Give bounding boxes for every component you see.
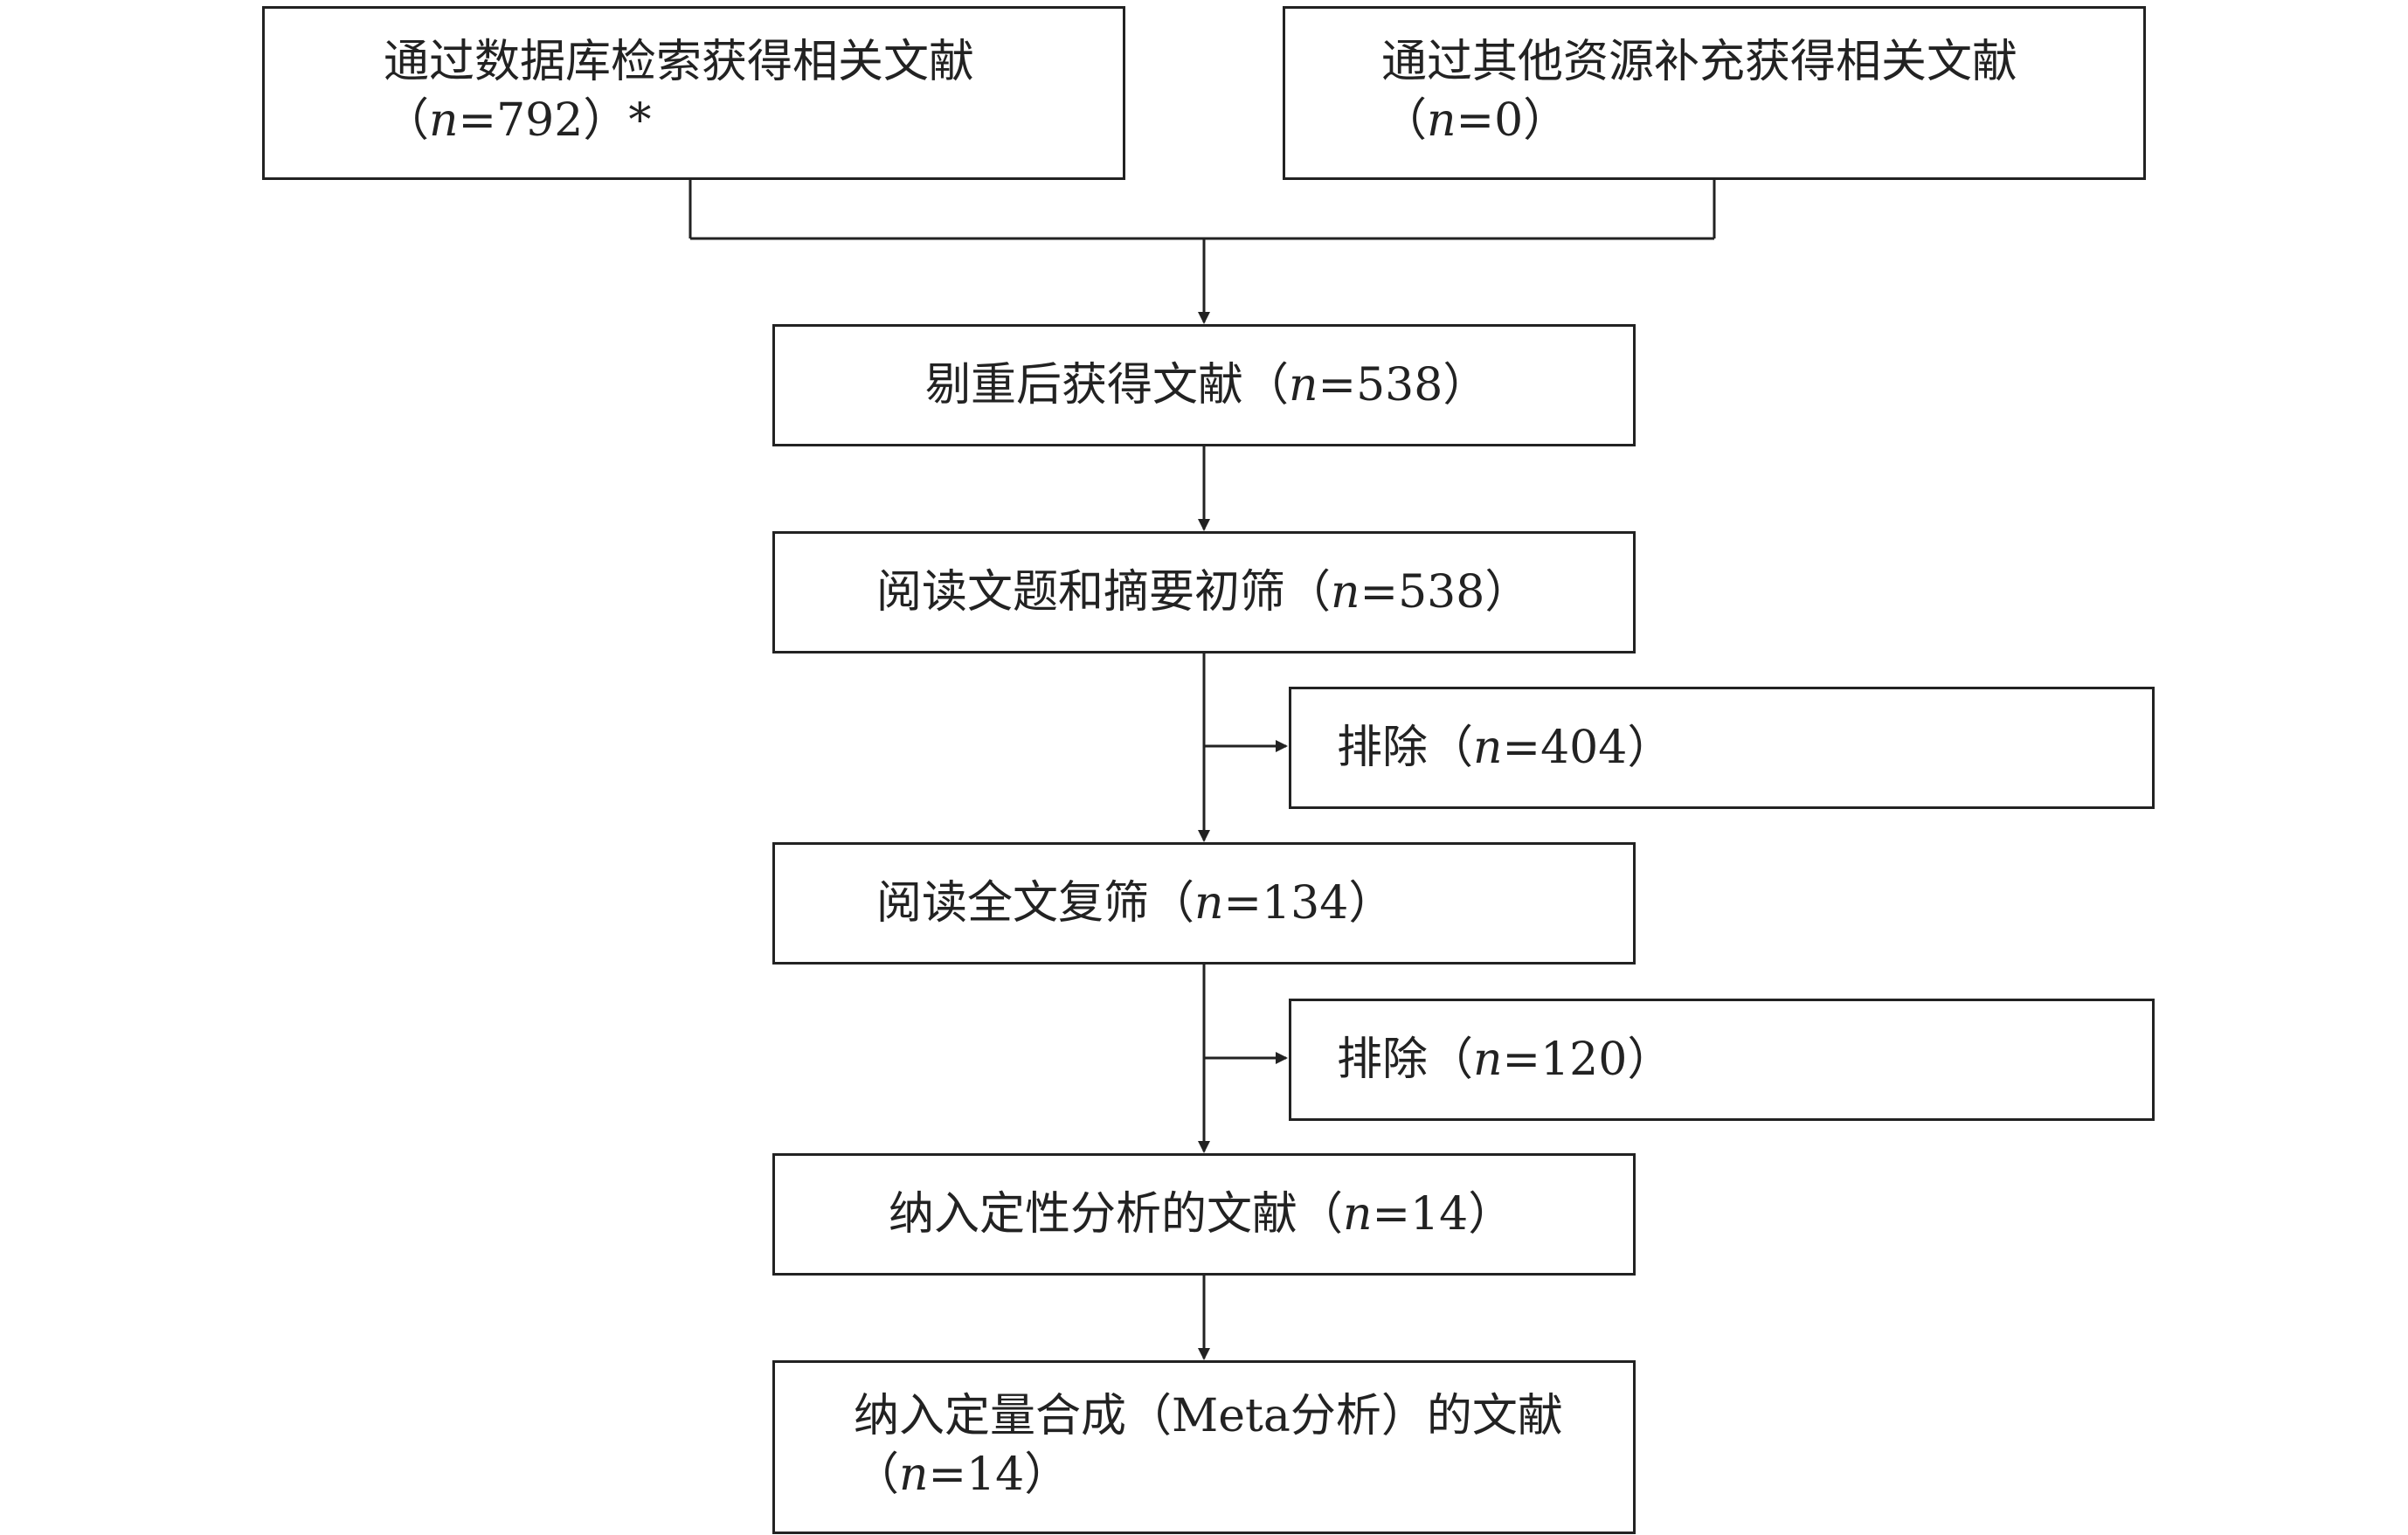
other-sources-count: （n=0） <box>1381 93 1569 147</box>
box-full-text-screening: 阅读全文复筛（n=134） <box>772 842 1636 965</box>
exclude-2-text: 排除（n=120） <box>1337 1034 1673 1086</box>
box-qualitative-synthesis: 纳入定性分析的文献（n=14） <box>772 1153 1636 1276</box>
box-after-dedup: 剔重后获得文献（n=538） <box>772 324 1636 446</box>
full-text-text: 阅读全文复筛（n=134） <box>876 877 1394 930</box>
qualitative-text: 纳入定性分析的文献（n=14） <box>889 1188 1514 1241</box>
quantitative-count: （n=14） <box>854 1448 1070 1501</box>
quantitative-label: 纳入定量合成（Meta分析）的文献 <box>854 1390 1563 1442</box>
exclude-1-text: 排除（n=404） <box>1337 722 1673 774</box>
other-sources-label: 通过其他资源补充获得相关文献 <box>1381 36 2018 88</box>
box-excluded-2: 排除（n=120） <box>1289 999 2155 1121</box>
dedup-text: 剔重后获得文献（n=538） <box>925 359 1489 411</box>
database-label: 通过数据库检索获得相关文献 <box>384 36 975 88</box>
title-abstract-text: 阅读文题和摘要初筛（n=538） <box>876 566 1531 619</box>
database-count: （n=792）* <box>384 93 652 147</box>
box-quantitative-synthesis: 纳入定量合成（Meta分析）的文献 （n=14） <box>772 1360 1636 1534</box>
box-other-sources: 通过其他资源补充获得相关文献 （n=0） <box>1283 6 2146 180</box>
box-title-abstract-screening: 阅读文题和摘要初筛（n=538） <box>772 531 1636 653</box>
box-database-search: 通过数据库检索获得相关文献 （n=792）* <box>262 6 1125 180</box>
box-excluded-1: 排除（n=404） <box>1289 687 2155 809</box>
